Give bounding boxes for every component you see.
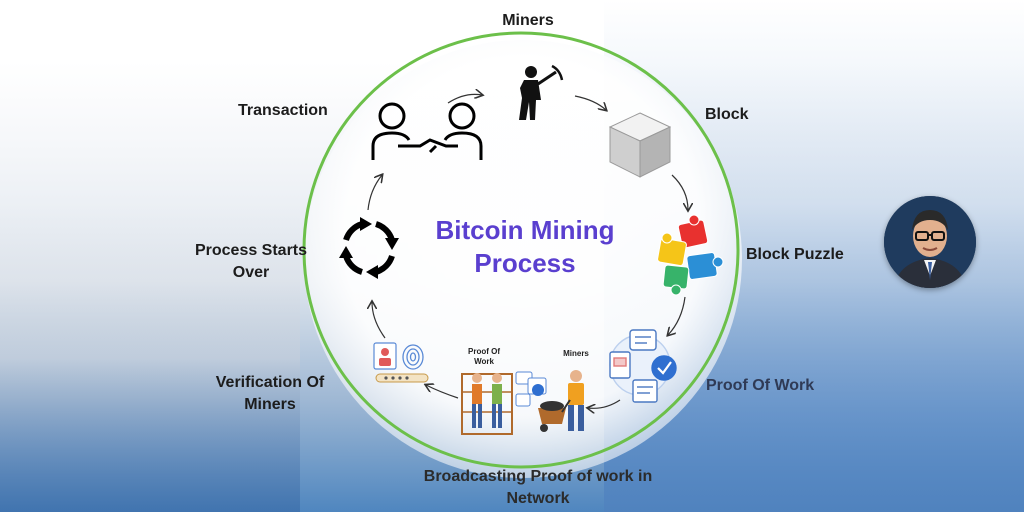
background-fade-left (0, 0, 300, 512)
arrow-puzzle-to-proof (668, 296, 686, 335)
inner-label-proof-of-work: Proof Of Work (468, 347, 500, 366)
diagram-title: Bitcoin Mining Process (435, 215, 615, 278)
arrow-block-to-puzzle (671, 174, 688, 210)
arrow-broadcast-to-verification (426, 385, 459, 399)
arrow-transaction-to-miners (447, 94, 482, 104)
fingerprint-id-icon (373, 342, 429, 383)
arrow-restart-to-transaction (367, 175, 382, 211)
handshake-people-icon (371, 102, 483, 160)
arrow-verification-to-restart (372, 302, 386, 339)
workers-network-icon (461, 370, 584, 435)
label-transaction: Transaction (238, 102, 328, 119)
inner-label-miners: Miners (563, 349, 589, 358)
arrow-proof-to-broadcast (588, 399, 621, 408)
puzzle-icon (657, 214, 724, 296)
label-verification: Verification Of Miners (215, 374, 325, 413)
label-block: Block (705, 106, 749, 123)
process-ring (302, 31, 740, 469)
label-miners: Miners (502, 12, 554, 29)
arrow-miners-to-block (574, 95, 606, 110)
presenter-avatar (884, 196, 976, 288)
label-proof-of-work: Proof Of Work (706, 377, 815, 394)
miner-icon (519, 64, 564, 120)
label-process-starts-over: Process Starts Over (194, 242, 308, 281)
cycle-arrows-icon (339, 217, 399, 279)
label-broadcasting: Broadcasting Proof of work in Network (423, 468, 653, 507)
flow-arrows (368, 94, 688, 408)
label-block-puzzle: Block Puzzle (746, 246, 844, 263)
documents-checkmark-icon (609, 329, 677, 403)
cube-icon (608, 112, 672, 178)
